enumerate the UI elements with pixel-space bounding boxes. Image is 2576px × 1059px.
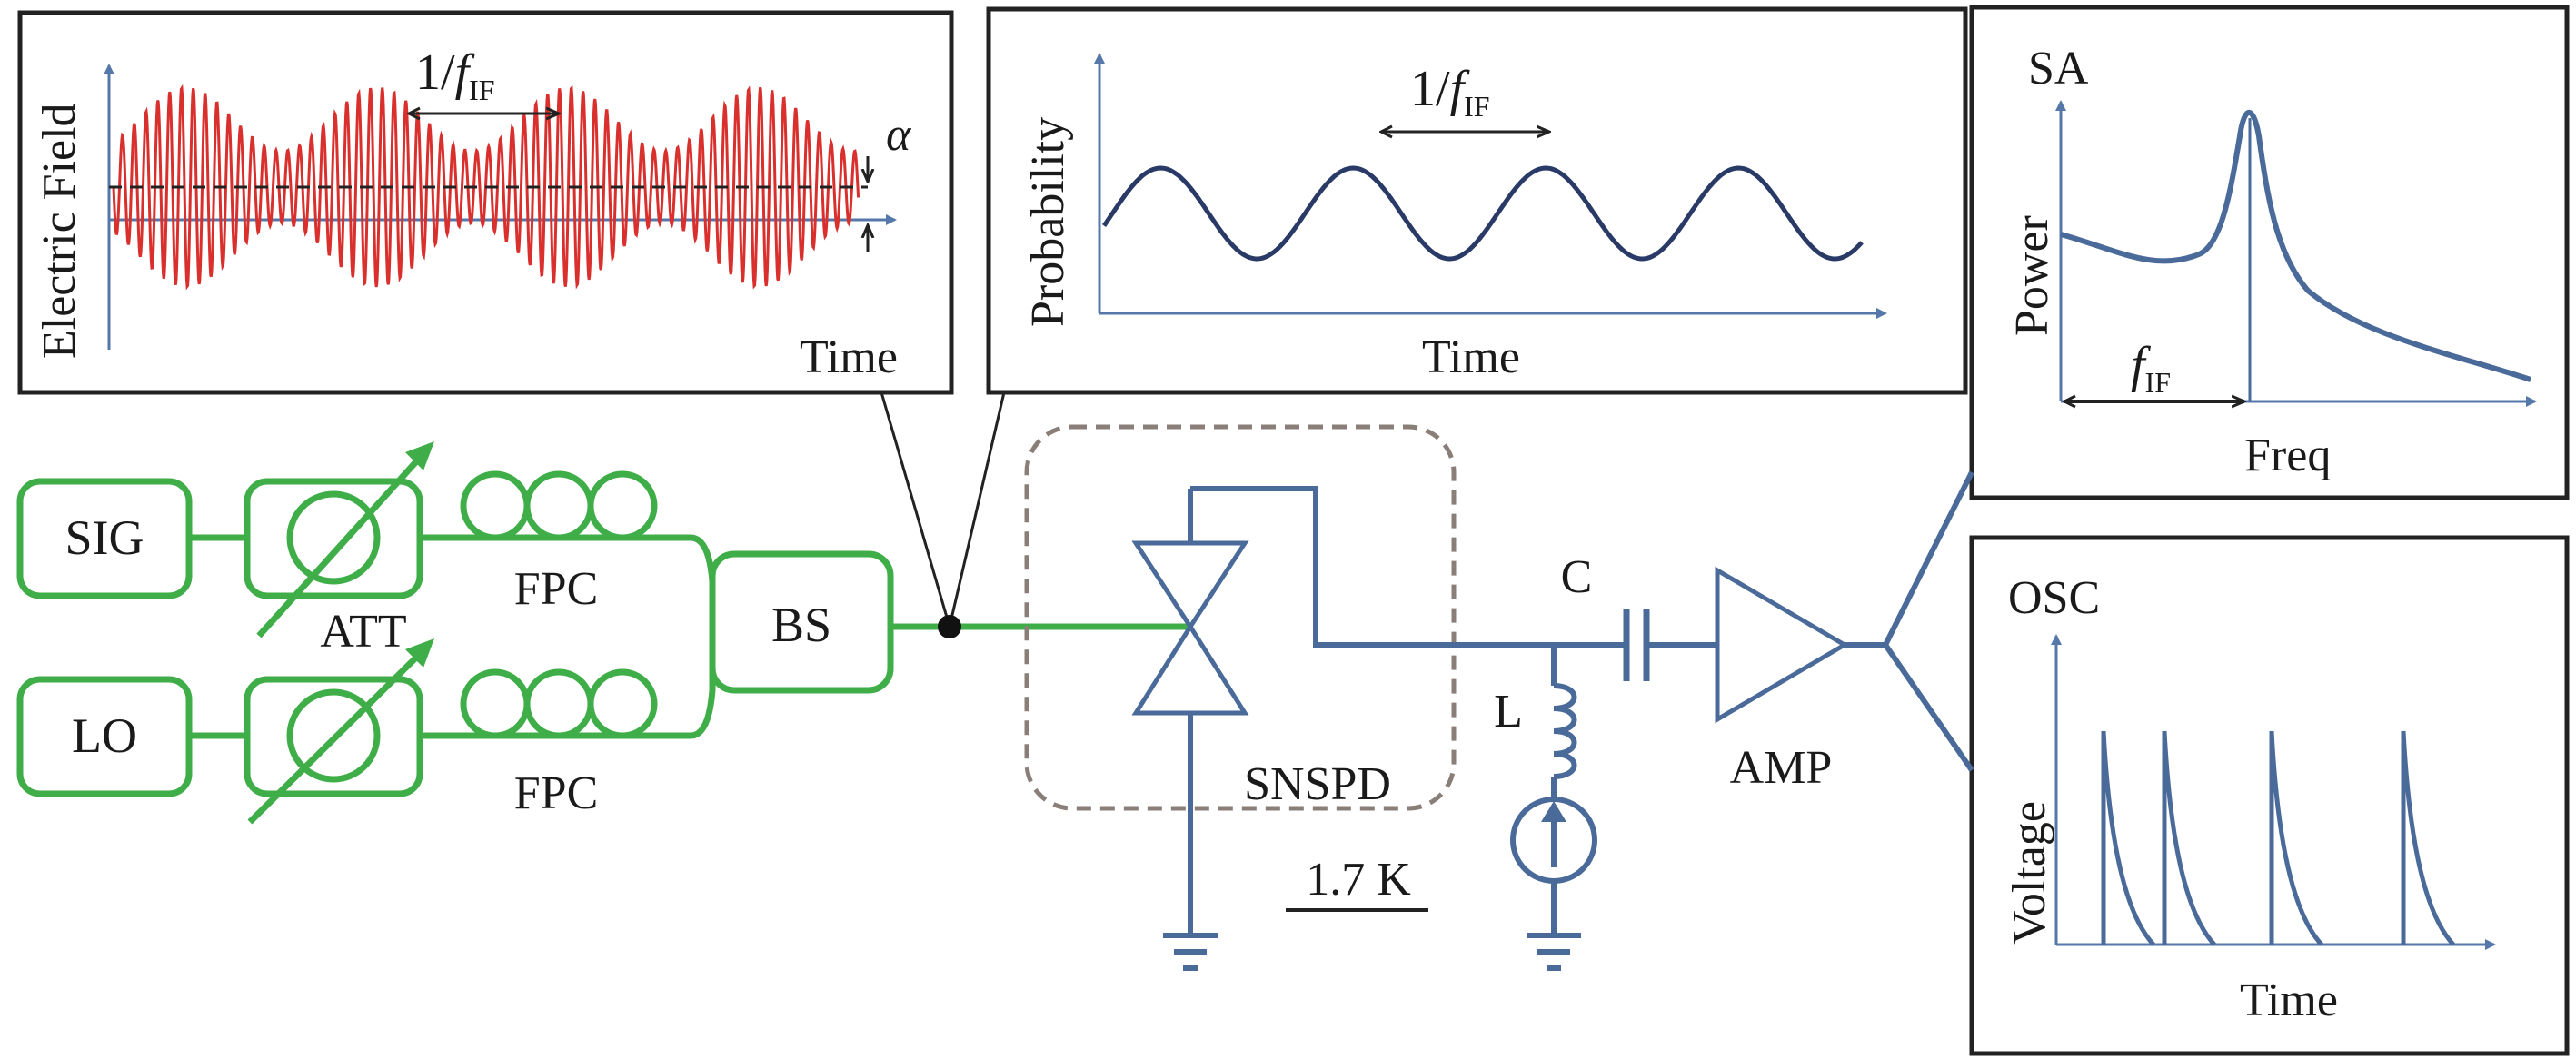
osc-pulse-1 — [2101, 730, 2155, 946]
sa-title: SA — [2028, 43, 2089, 94]
observation-junction-dot — [938, 615, 961, 638]
ef-alpha-label: α — [886, 109, 912, 161]
prob-x-label: Time — [1422, 332, 1520, 383]
current-source-arrow-icon — [1541, 801, 1566, 822]
callout-line-probability — [948, 391, 1006, 628]
probability-inset: 1/fIF Probability Time — [986, 6, 1968, 395]
capacitor-label: C — [1561, 551, 1593, 603]
sa-x-label: Freq — [2244, 430, 2331, 481]
bs-input-top — [690, 534, 716, 636]
fpc-bottom-loop-3 — [587, 668, 658, 739]
probability-frame — [986, 6, 1968, 395]
fpc-top-loop-3 — [587, 470, 658, 541]
cryostat: SNSPD 1.7 K — [1024, 424, 1457, 912]
sa-spectrum-curve — [2060, 110, 2531, 382]
electric-field-wave — [112, 84, 860, 291]
optical-network: SIG LO ATT FPC FPC BS — [16, 441, 1190, 825]
bs-input-bottom — [690, 636, 716, 739]
bs-label: BS — [771, 598, 831, 652]
osc-pulse-4 — [2401, 730, 2455, 946]
fpc-bottom-loop-1 — [460, 668, 531, 739]
sig-label: SIG — [65, 510, 144, 565]
prob-period-label: 1/fIF — [1410, 61, 1490, 123]
att-top-variable-arrow — [256, 447, 430, 638]
oscilloscope-inset: OSC Voltage Time — [1969, 535, 2570, 1056]
fpc-top-label: FPC — [514, 563, 599, 615]
snspd-label: SNSPD — [1244, 758, 1391, 810]
osc-pulse-2 — [2162, 730, 2216, 946]
ef-x-label: Time — [800, 332, 898, 383]
inductor-label: L — [1494, 686, 1523, 737]
bs-box — [709, 550, 894, 694]
snspd-symbol — [1131, 540, 1249, 716]
osc-title: OSC — [2008, 572, 2100, 624]
electrical-network: L C AMP — [1131, 470, 1974, 971]
split-to-osc — [1883, 643, 1974, 772]
amplifier-symbol — [1715, 566, 1849, 724]
fpc-bottom-loop-2 — [523, 668, 594, 739]
att-top-arrowhead — [405, 441, 434, 470]
sa-frame — [1969, 5, 2570, 500]
electric-field-inset: 1/fIF α Electric Field Time — [17, 10, 954, 395]
probability-curve — [1101, 165, 1864, 262]
split-to-sa — [1883, 470, 1974, 647]
lo-label: LO — [72, 708, 137, 763]
osc-x-label: Time — [2240, 975, 2338, 1026]
osc-pulse-3 — [2269, 730, 2323, 946]
att-bottom-variable-arrow — [247, 644, 430, 825]
att-top-circle — [286, 490, 381, 585]
sa-y-label: Power — [2006, 215, 2058, 336]
att-label: ATT — [320, 606, 406, 658]
cryostat-boundary — [1024, 424, 1457, 811]
temperature-label: 1.7 K — [1306, 854, 1411, 906]
osc-y-label: Voltage — [2004, 801, 2055, 945]
amp-label: AMP — [1730, 742, 1833, 794]
spectrum-analyzer-inset: SA fIF Power Freq — [1969, 5, 2570, 500]
fpc-top-loop-1 — [460, 470, 531, 541]
ef-y-label: Electric Field — [34, 103, 85, 359]
bias-line — [1190, 486, 1536, 648]
att-bottom-arrowhead — [405, 638, 434, 668]
callout-line-field — [880, 391, 951, 628]
att-bottom-circle — [286, 688, 381, 783]
fpc-bottom-label: FPC — [514, 767, 599, 819]
osc-pulse-train — [2101, 730, 2455, 946]
fpc-top-loop-2 — [523, 470, 594, 541]
inductor-coil — [1553, 683, 1577, 779]
prob-y-label: Probability — [1022, 117, 1074, 327]
